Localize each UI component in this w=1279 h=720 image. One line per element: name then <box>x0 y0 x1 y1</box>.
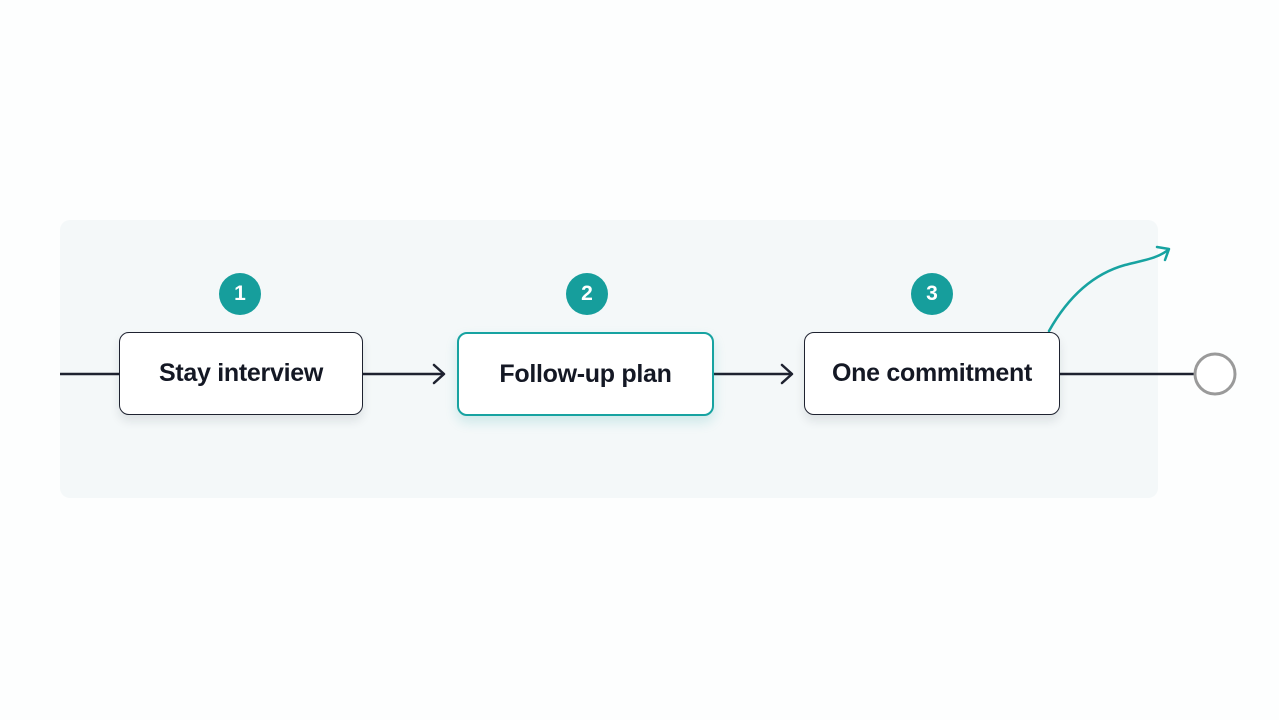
step-1-node: Stay interview <box>119 332 363 415</box>
step-3-number: 3 <box>926 282 938 305</box>
curved-arrow-up-right-icon <box>1047 245 1171 333</box>
step-1-number: 1 <box>234 282 246 305</box>
arrow-right-icon <box>363 363 446 385</box>
step-2-badge: 2 <box>566 273 608 315</box>
step-3-label: One commitment <box>832 359 1032 387</box>
step-2-label: Follow-up plan <box>499 359 672 388</box>
step-2-number: 2 <box>581 282 593 305</box>
step-2-node-active: Follow-up plan <box>457 332 714 416</box>
hollow-circle-icon <box>1193 352 1237 396</box>
step-3-node: One commitment <box>804 332 1060 415</box>
arrow-right-icon <box>714 363 794 385</box>
step-1-label: Stay interview <box>159 359 323 387</box>
step-1-badge: 1 <box>219 273 261 315</box>
step-3-badge: 3 <box>911 273 953 315</box>
